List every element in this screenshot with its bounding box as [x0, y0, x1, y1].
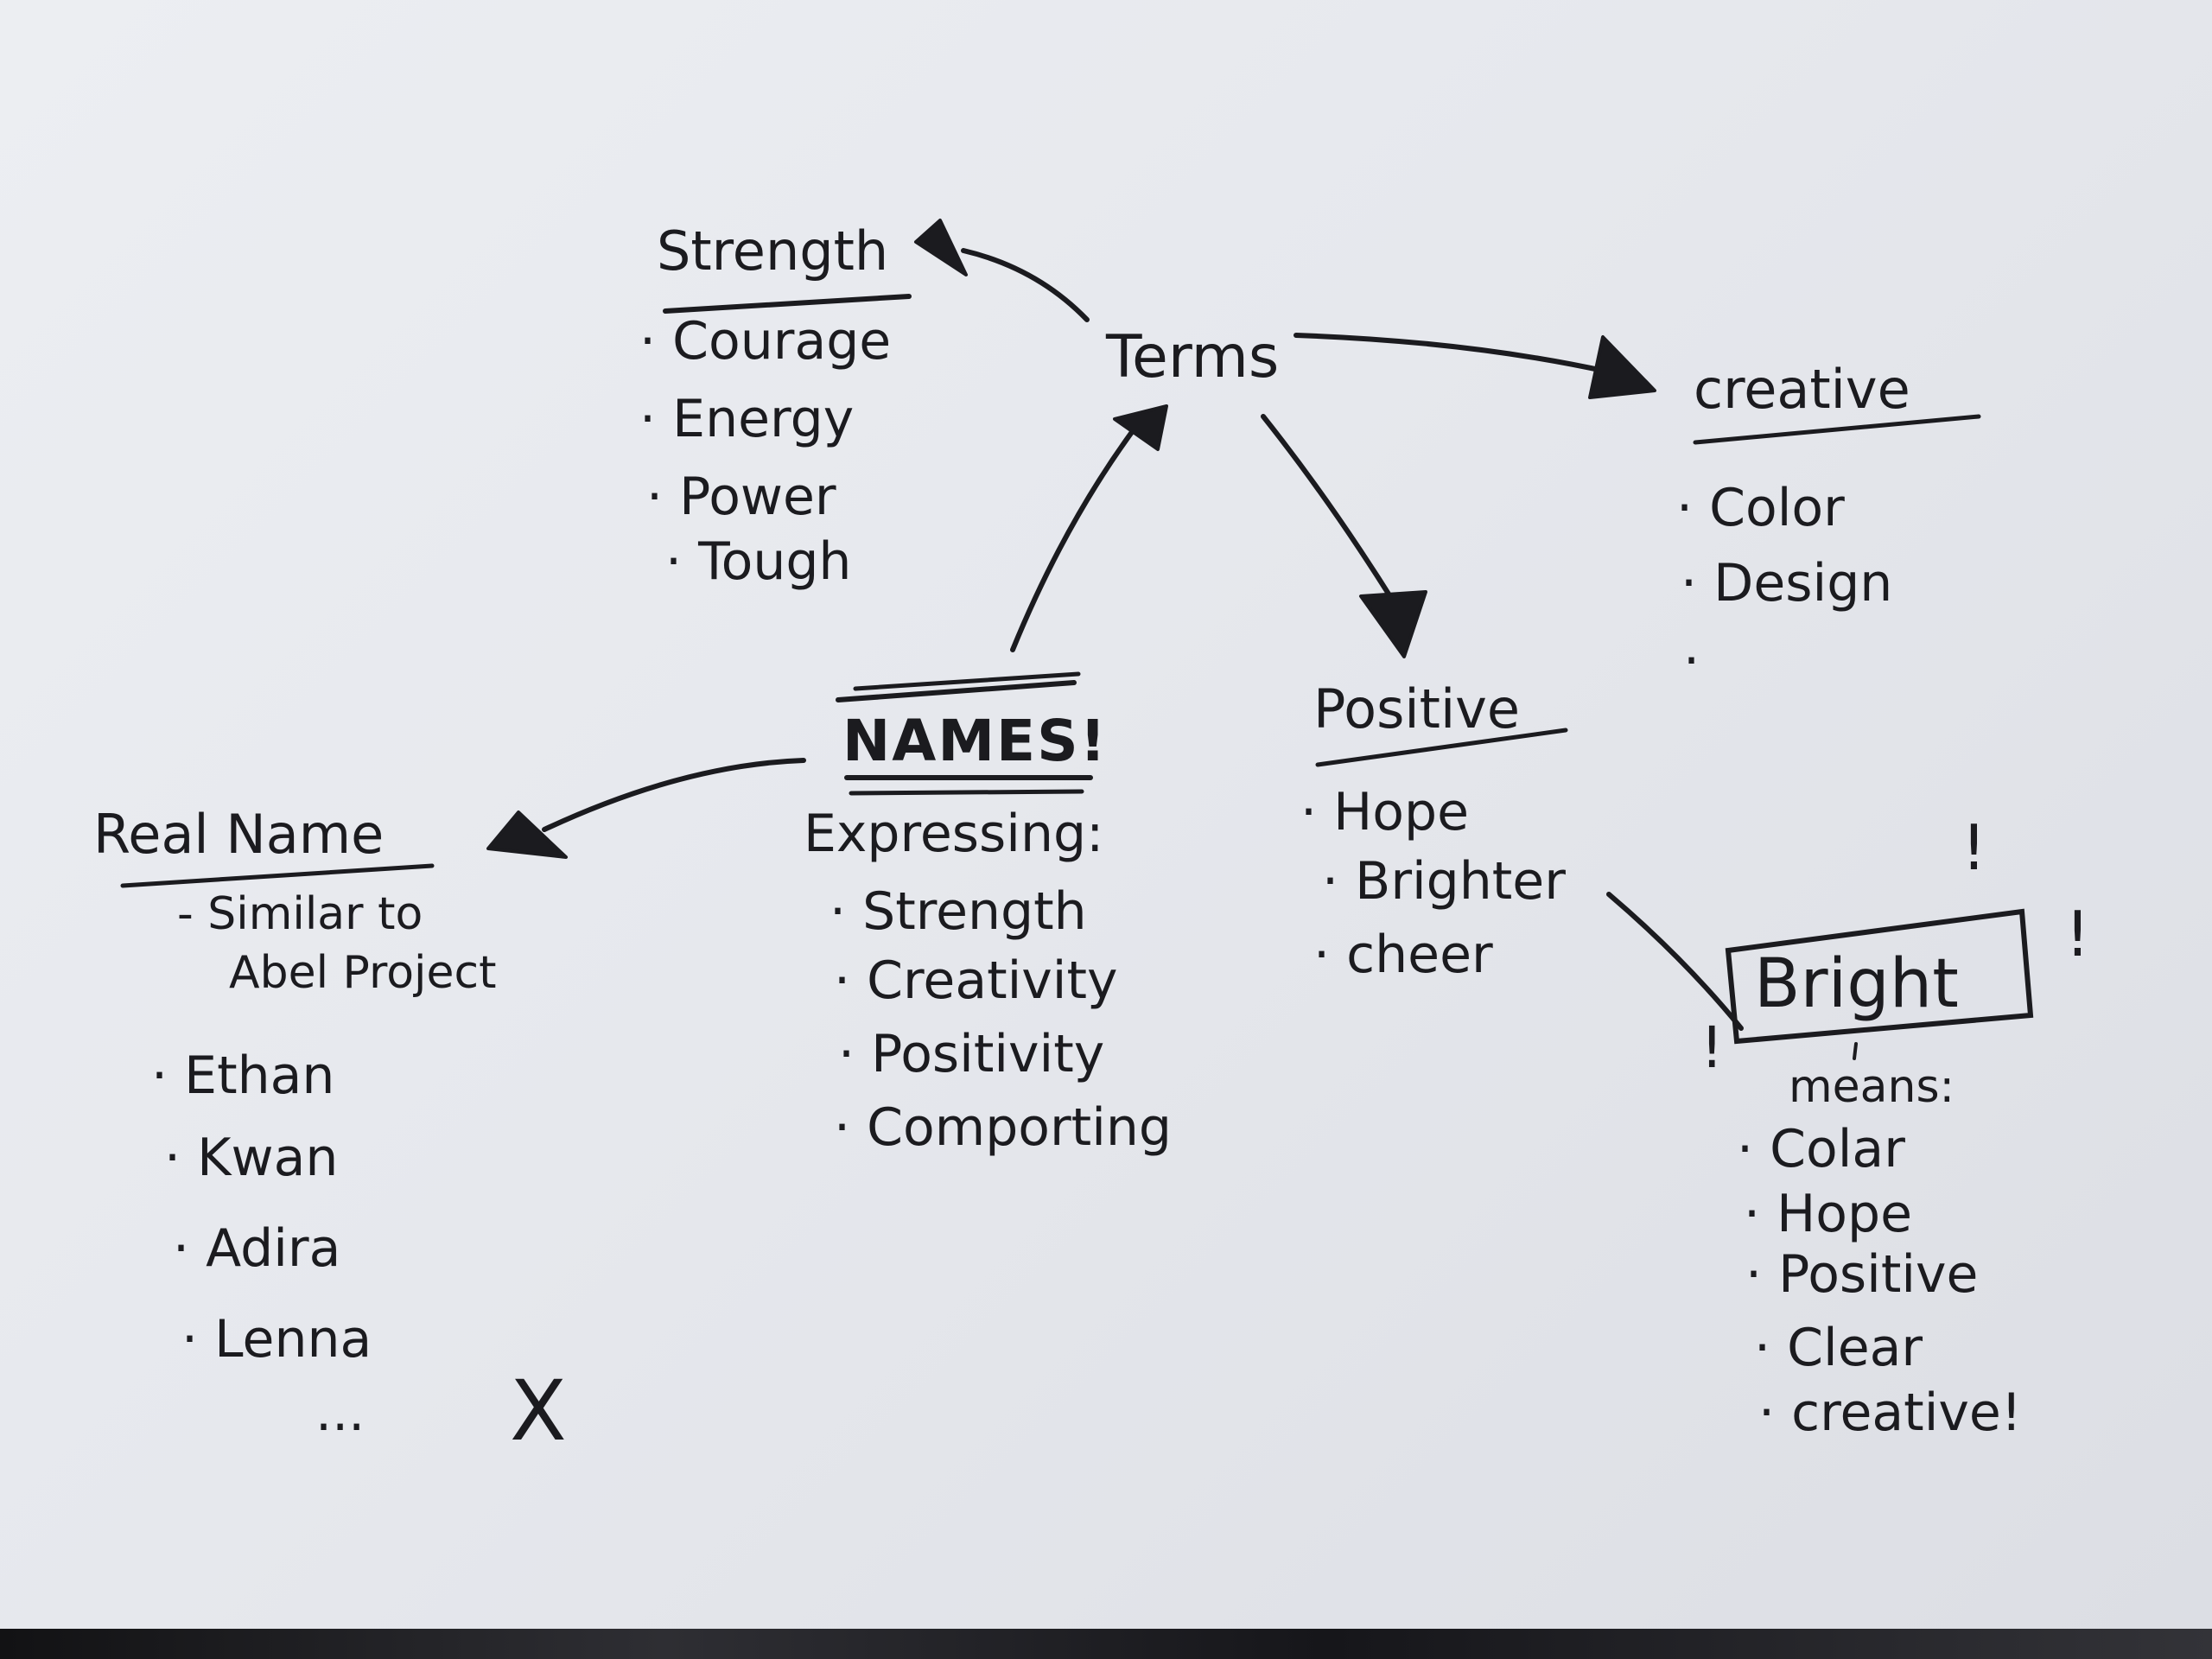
arrow-names-to-terms: [1010, 429, 1135, 652]
real-name-item-label: Lenna: [214, 1309, 372, 1370]
bright-item: · Hope: [1744, 1184, 1912, 1244]
bright-item: · creative!: [1758, 1382, 2022, 1443]
positive-item-label: cheer: [1346, 925, 1493, 985]
cross-mark: X: [510, 1363, 567, 1459]
real-name-item: · Ethan: [151, 1046, 335, 1106]
strength-item-label: Energy: [672, 389, 855, 449]
bright-item-label: Positive: [1778, 1244, 1979, 1305]
creative-title: creative: [1694, 358, 1910, 421]
positive-item-label: Brighter: [1355, 851, 1566, 912]
names-item-label: Comporting: [867, 1097, 1172, 1158]
connector-brighter-to-bright: [1606, 892, 1744, 1031]
strength-item: · Power: [646, 467, 836, 527]
real-name-item: · Lenna: [181, 1309, 372, 1370]
underline-creative: [1693, 414, 1981, 445]
names-item-label: Strength: [862, 881, 1087, 942]
creative-item: ·: [1683, 631, 1700, 691]
terms-label: Terms: [1106, 323, 1280, 391]
bright-item-label: Colar: [1770, 1119, 1905, 1179]
arrow-names-to-real-name: [542, 758, 806, 832]
bright-item-label: Hope: [1777, 1184, 1912, 1244]
real-name-item-label: Kwan: [197, 1128, 339, 1188]
positive-title: Positive: [1313, 677, 1521, 741]
underline-strength: [663, 294, 912, 314]
real-name-more: ...: [315, 1382, 365, 1443]
exclaim-mark: !: [2065, 898, 2090, 970]
strength-item: · Tough: [665, 531, 852, 592]
creative-item-label: Color: [1709, 478, 1845, 538]
real-name-title: Real Name: [93, 803, 385, 866]
names-subtitle: Expressing:: [804, 804, 1104, 864]
real-name-note-line2: Abel Project: [229, 947, 497, 999]
arrowhead-strength: [914, 219, 968, 276]
arrowhead-positive: [1359, 590, 1427, 658]
bright-tick: [1853, 1042, 1858, 1060]
overline-names-2: [853, 671, 1081, 691]
creative-item: · Color: [1676, 478, 1845, 538]
names-item-label: Creativity: [867, 950, 1118, 1011]
bright-box: [1725, 908, 2034, 1045]
names-item: · Creativity: [834, 950, 1118, 1011]
arrowhead-real-name: [486, 810, 568, 859]
arrowhead-creative: [1588, 335, 1656, 399]
exclaim-mark: !: [1700, 1014, 1724, 1081]
bright-item: · Clear: [1754, 1318, 1923, 1378]
real-name-note-line1: - Similar to: [177, 888, 423, 940]
strength-item-label: Courage: [672, 311, 892, 372]
positive-item: · cheer: [1313, 925, 1493, 985]
bright-means: means:: [1789, 1061, 1955, 1113]
bright-item-label: Clear: [1787, 1318, 1923, 1378]
strength-item-label: Tough: [698, 531, 852, 592]
real-name-item: · Adira: [173, 1218, 341, 1279]
arrowhead-terms: [1113, 404, 1168, 451]
positive-item: · Hope: [1300, 782, 1469, 842]
creative-item: · Design: [1681, 553, 1893, 613]
bright-item: · Positive: [1745, 1244, 1979, 1305]
bright-item-label: creative!: [1791, 1382, 2022, 1443]
underline-real-name: [120, 863, 435, 888]
strength-item: · Courage: [639, 311, 892, 372]
real-name-item-label: Adira: [206, 1218, 341, 1279]
strength-item-label: Power: [679, 467, 836, 527]
arrow-terms-to-strength: [961, 248, 1090, 322]
table-surface: [0, 1629, 2212, 1659]
real-name-item-label: Ethan: [184, 1046, 335, 1106]
names-item-label: Positivity: [871, 1024, 1105, 1084]
positive-item: · Brighter: [1322, 851, 1566, 912]
real-name-item: · Kwan: [164, 1128, 339, 1188]
arrow-terms-to-creative: [1294, 333, 1610, 374]
names-title: NAMES!: [842, 708, 1108, 774]
underline-positive: [1315, 728, 1568, 767]
names-item: · Positivity: [838, 1024, 1105, 1084]
exclaim-mark: !: [1961, 811, 1986, 884]
positive-item-label: Hope: [1333, 782, 1469, 842]
arrow-terms-to-positive: [1261, 414, 1398, 607]
underline-names-2: [849, 789, 1084, 796]
names-item: · Comporting: [834, 1097, 1172, 1158]
bright-title: Bright: [1754, 945, 1959, 1023]
names-item: · Strength: [830, 881, 1087, 942]
strength-title: Strength: [657, 219, 889, 283]
overline-names-1: [836, 680, 1077, 702]
creative-item-label: Design: [1713, 553, 1893, 613]
strength-item: · Energy: [639, 389, 855, 449]
bright-item: · Colar: [1737, 1119, 1905, 1179]
